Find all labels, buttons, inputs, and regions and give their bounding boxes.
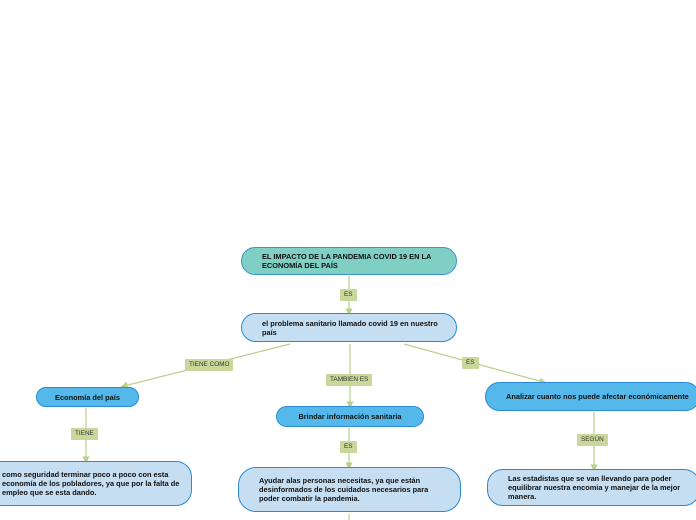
node-help-people-text: Ayudar alas personas necesitas, ya que e… (259, 476, 429, 503)
label-es-root[interactable]: ES (340, 289, 357, 301)
label-es-info[interactable]: ES (340, 441, 357, 453)
node-help-people[interactable]: Ayudar alas personas necesitas, ya que e… (238, 467, 461, 512)
node-root-topic-text: EL IMPACTO DE LA PANDEMIA COVID 19 EN LA… (262, 252, 432, 270)
node-security-economy-text: como seguridad terminar poco a poco con … (2, 470, 180, 497)
node-security-economy[interactable]: como seguridad terminar poco a poco con … (0, 461, 192, 506)
node-analyze-impact[interactable]: Analizar cuanto nos puede afectar económ… (485, 382, 696, 411)
node-country-economy-text: Economía del país (55, 392, 120, 402)
label-es-right[interactable]: ES (462, 357, 479, 369)
label-tiene[interactable]: TIENE (71, 428, 98, 440)
node-sanitary-problem-text: el problema sanitario llamado covid 19 e… (262, 318, 438, 337)
node-country-economy[interactable]: Economía del país (36, 387, 139, 407)
node-health-information-text: Brindar información sanitaria (298, 412, 402, 421)
node-statistics[interactable]: Las estadistas que se van llevando para … (487, 469, 696, 506)
node-analyze-impact-text: Analizar cuanto nos puede afectar económ… (506, 392, 689, 401)
label-segun[interactable]: SEGÚN (577, 434, 608, 446)
node-statistics-text: Las estadistas que se van llevando para … (508, 474, 681, 501)
node-health-information[interactable]: Brindar información sanitaria (276, 406, 424, 427)
node-root-topic[interactable]: EL IMPACTO DE LA PANDEMIA COVID 19 EN LA… (241, 247, 457, 275)
node-sanitary-problem[interactable]: el problema sanitario llamado covid 19 e… (241, 313, 457, 342)
label-tambien-es[interactable]: TAMBIEN ES (326, 374, 373, 386)
label-tiene-como[interactable]: TIENE COMO (185, 359, 234, 371)
